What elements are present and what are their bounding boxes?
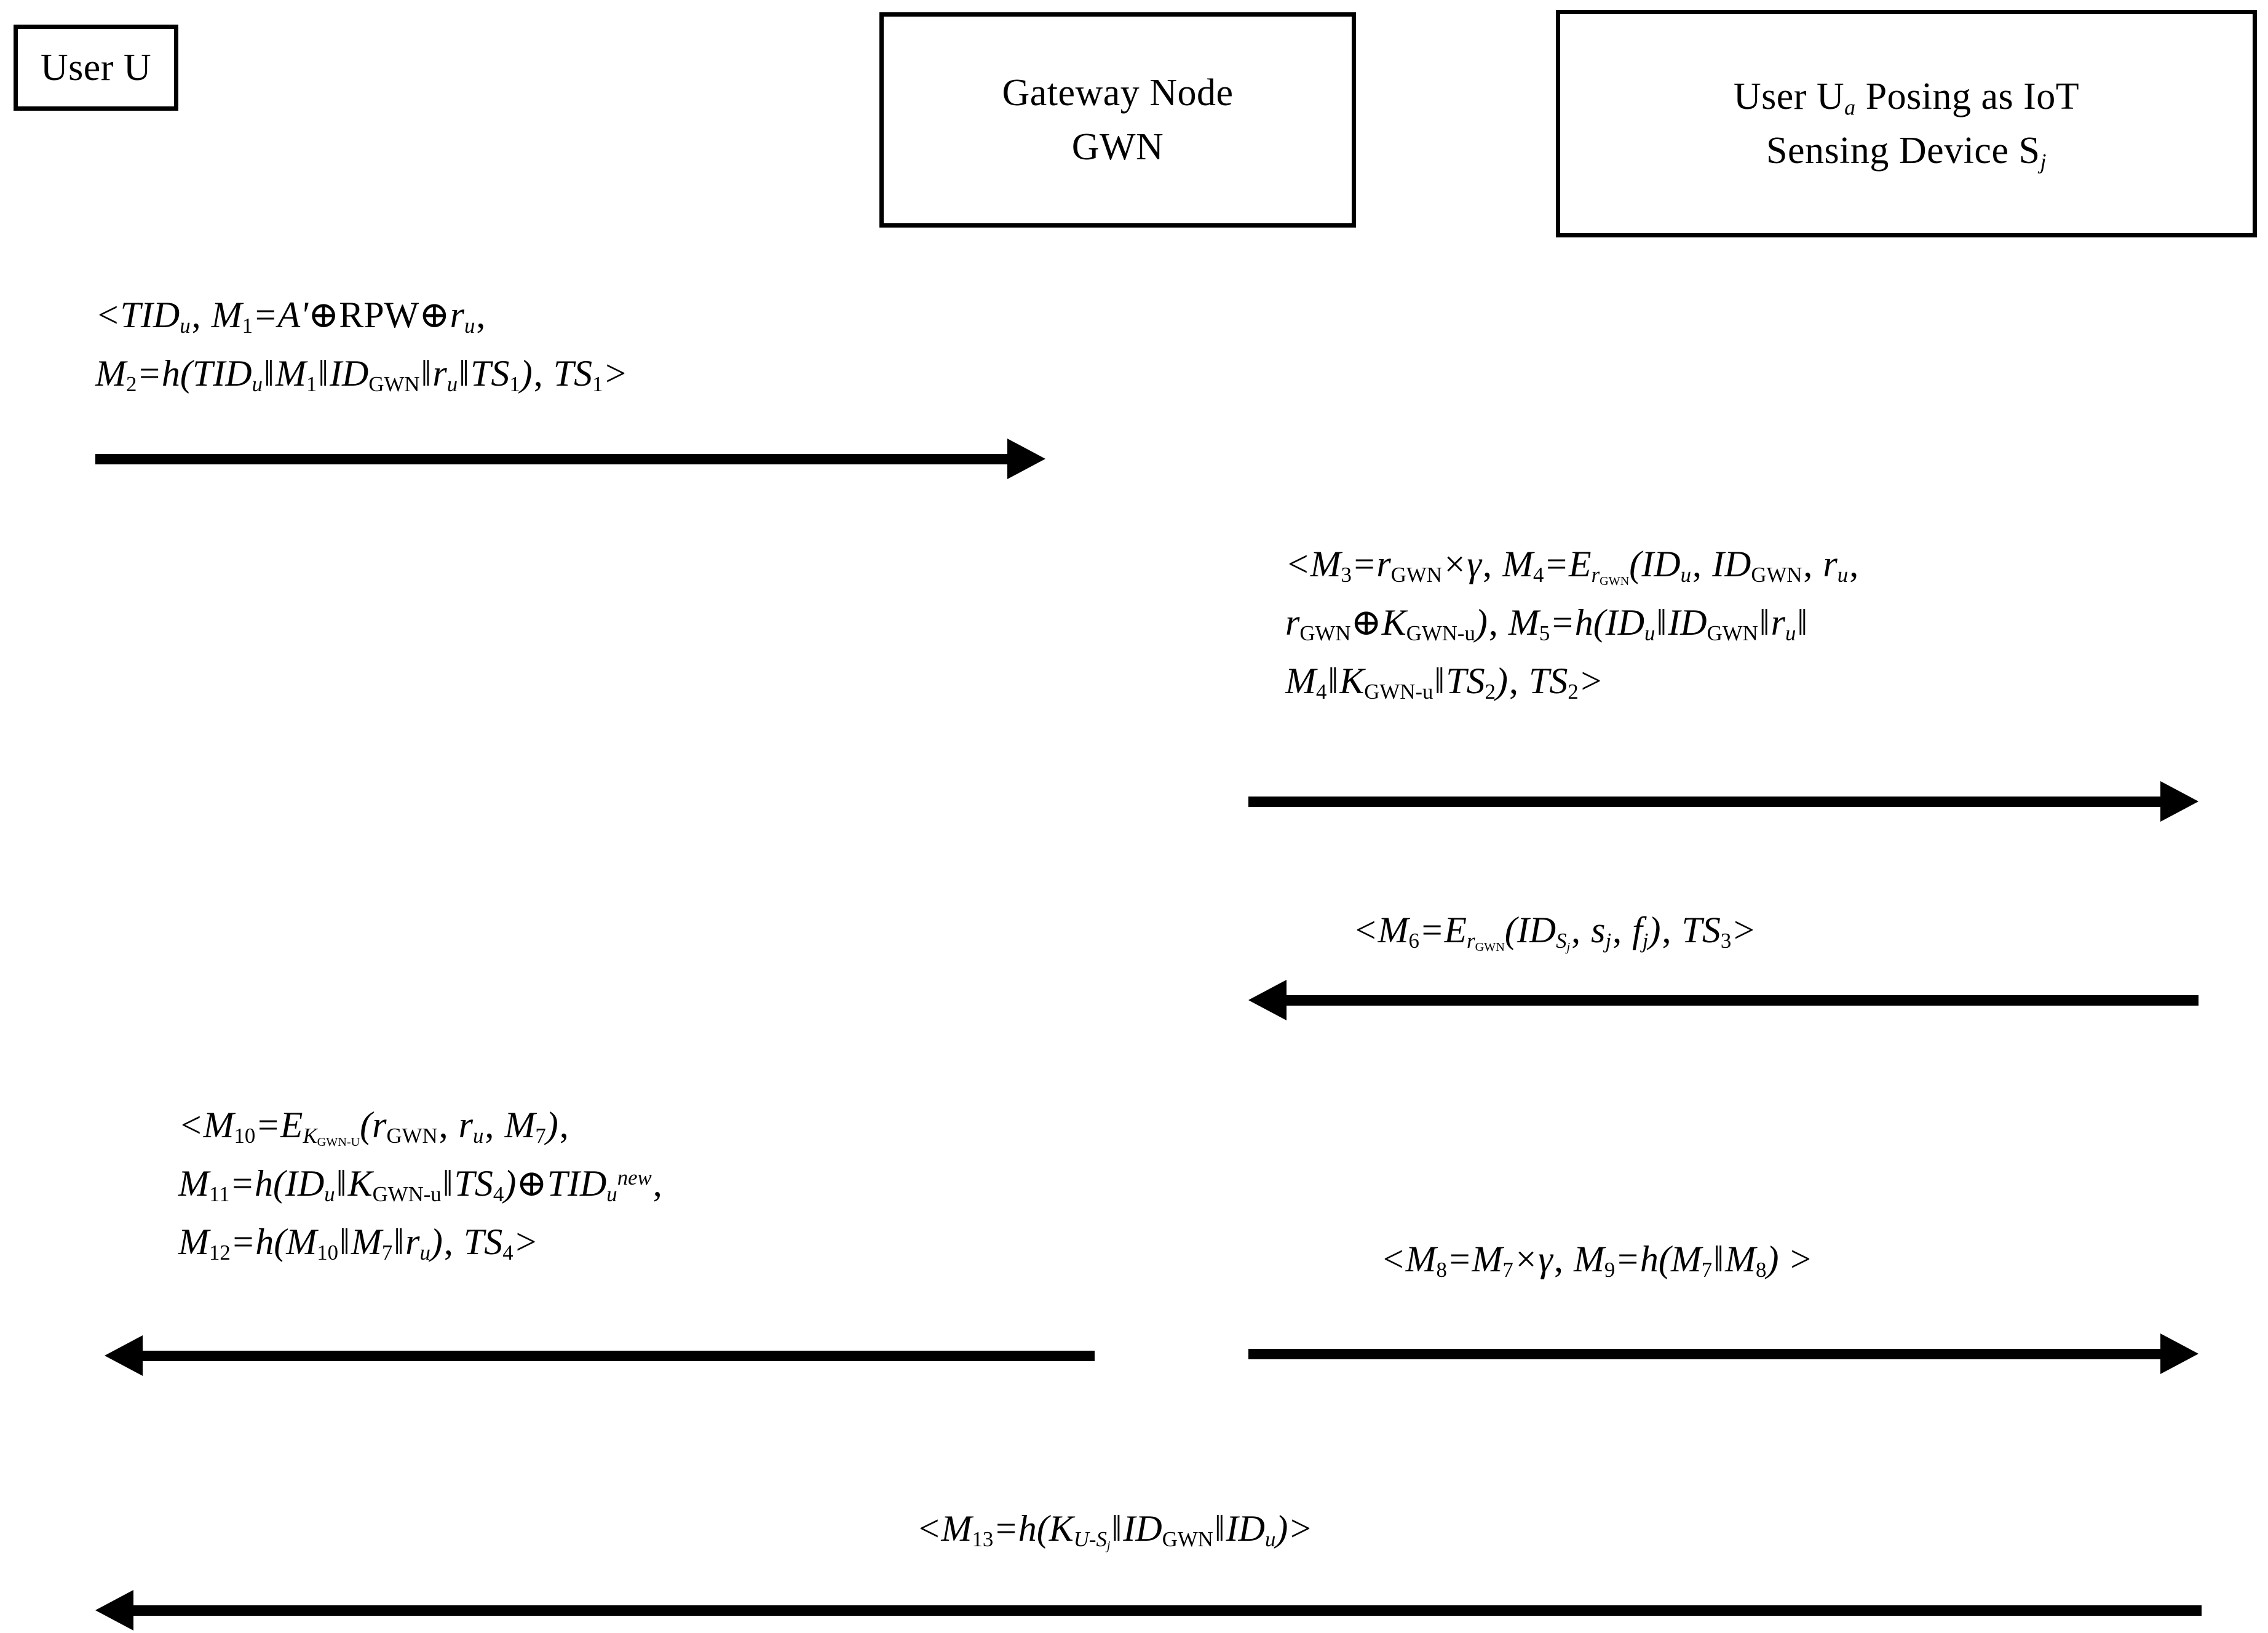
message-line: M11=h(IDu‖KGWN-u‖TS4)⊕TIDunew, bbox=[178, 1162, 662, 1206]
message-line: <M6=ErGWN(IDSj, sj, fj), TS3> bbox=[1353, 910, 1756, 955]
arrow-shaft bbox=[1248, 1349, 2164, 1359]
attacker-user-subscript: a bbox=[1844, 95, 1856, 120]
message-line: M12=h(M10‖M7‖ru), TS4> bbox=[178, 1221, 539, 1265]
message-label-m13: <M13=h(KU-Sj‖IDGWN‖IDu)> bbox=[916, 1500, 1313, 1558]
message-line: <M10=EKGWN-U(rGWN, ru, M7), bbox=[178, 1105, 569, 1150]
attacker-sensing-subscript: j bbox=[2040, 149, 2047, 174]
party-label-attacker-line2: Sensing Device Sj bbox=[1766, 124, 2047, 178]
party-box-user-u: User U bbox=[14, 25, 178, 111]
party-box-gateway-node: Gateway Node GWN bbox=[879, 12, 1356, 228]
party-label-attacker-line1: User Ua Posing as IoT bbox=[1734, 70, 2079, 124]
arrow-head bbox=[105, 1335, 143, 1376]
party-label-gateway-node-line2: GWN bbox=[1071, 126, 1164, 168]
party-label-user-u: User U bbox=[40, 46, 152, 89]
message-label-m6: <M6=ErGWN(IDSj, sj, fj), TS3> bbox=[1353, 901, 1756, 960]
party-box-attacker-device: User Ua Posing as IoT Sensing Device Sj bbox=[1556, 10, 2257, 237]
message-label-m10-m11-m12: <M10=EKGWN-U(rGWN, ru, M7), M11=h(IDu‖KG… bbox=[178, 1096, 664, 1271]
message-label-m3-m4-m5: <M3=rGWN×γ, M4=ErGWN(IDu, IDGWN, ru, rGW… bbox=[1285, 535, 1860, 710]
arrow-shaft bbox=[95, 454, 1011, 464]
arrow-head bbox=[2160, 781, 2199, 822]
message-line: M2=h(TIDu‖M1‖IDGWN‖ru‖TS1), TS1> bbox=[95, 352, 628, 396]
message-line: rGWN⊕KGWN-u), M5=h(IDu‖IDGWN‖ru‖ bbox=[1285, 602, 1808, 645]
attacker-sensing-text: Sensing Device S bbox=[1766, 130, 2040, 172]
message-line: <TIDu, M1=A'⊕RPW⊕ru, bbox=[95, 295, 486, 338]
message-label-m8-m9: <M8=M7×γ, M9=h(M7‖M8) > bbox=[1381, 1230, 1813, 1289]
message-line: <M3=rGWN×γ, M4=ErGWN(IDu, IDGWN, ru, bbox=[1285, 544, 1859, 589]
arrow-head bbox=[95, 1590, 133, 1631]
arrow-head bbox=[1248, 980, 1287, 1020]
arrow-shaft bbox=[1283, 995, 2199, 1006]
message-line: <M8=M7×γ, M9=h(M7‖M8) > bbox=[1381, 1239, 1813, 1282]
arrow-head bbox=[1007, 439, 1045, 479]
arrow-shaft bbox=[1248, 797, 2164, 807]
message-line: M4‖KGWN-u‖TS2), TS2> bbox=[1285, 660, 1604, 704]
attacker-posing-text: Posing as IoT bbox=[1865, 75, 2080, 117]
attacker-user-text: User U bbox=[1733, 75, 1845, 117]
arrow-shaft bbox=[130, 1605, 2202, 1616]
arrow-shaft bbox=[139, 1351, 1095, 1361]
arrow-head bbox=[2160, 1333, 2199, 1374]
party-label-gateway-node-line1: Gateway Node bbox=[1002, 71, 1234, 114]
message-line: <M13=h(KU-Sj‖IDGWN‖IDu)> bbox=[916, 1508, 1313, 1553]
message-label-m1-m2: <TIDu, M1=A'⊕RPW⊕ru, M2=h(TIDu‖M1‖IDGWN‖… bbox=[95, 286, 628, 403]
